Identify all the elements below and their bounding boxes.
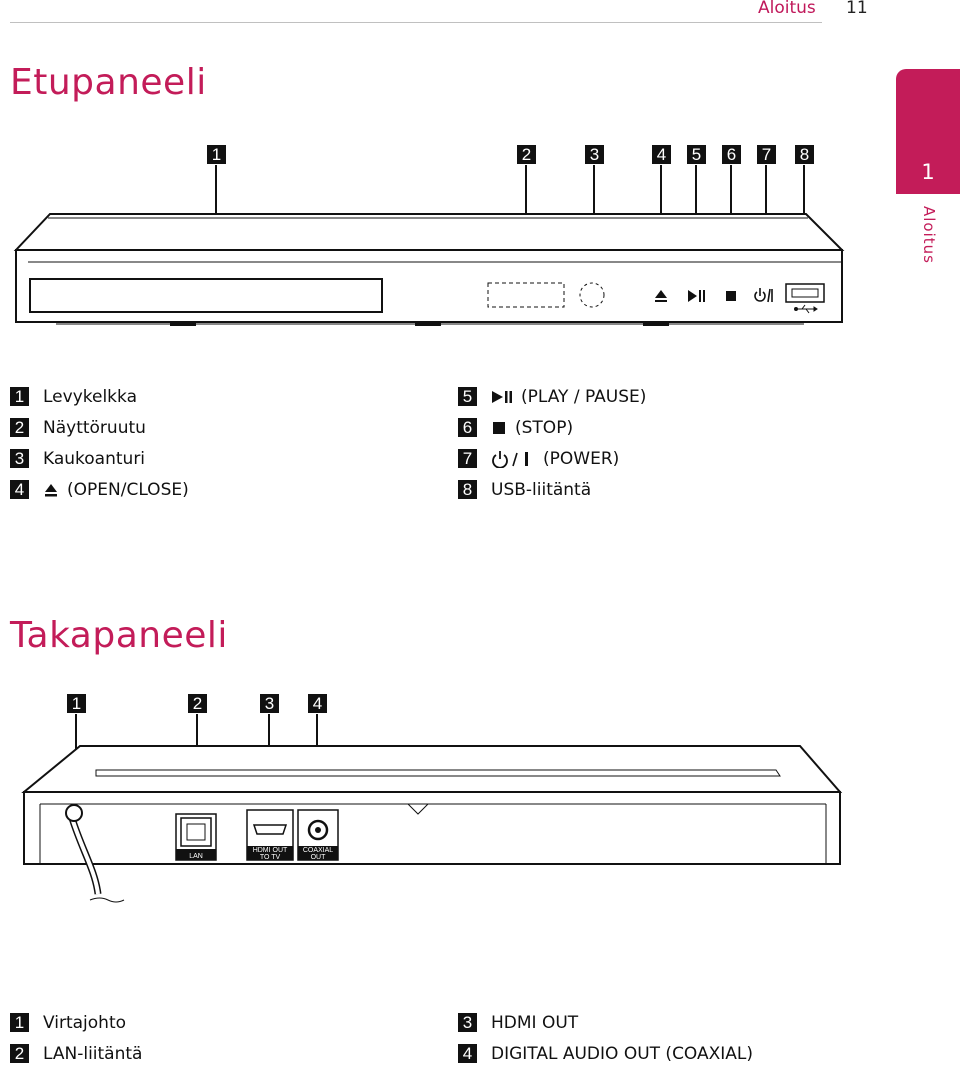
legend-number: 4 — [458, 1044, 477, 1063]
front-legend-right: 5 (PLAY / PAUSE) 6 (STOP) 7 (POWER) 8 US… — [458, 381, 646, 505]
legend-text: (POWER) — [543, 448, 620, 469]
legend-item: 2 Näyttöruutu — [10, 412, 189, 443]
legend-text: (STOP) — [515, 417, 574, 438]
front-panel-drawing — [13, 165, 845, 326]
front-callout-3: 3 — [585, 145, 604, 164]
rear-panel-drawing: LAN HDMI OUT TO TV COAXIAL OUT — [21, 714, 843, 903]
play-pause-icon — [491, 389, 513, 405]
rear-legend-right: 3 HDMI OUT 4 DIGITAL AUDIO OUT (COAXIAL) — [458, 1007, 753, 1069]
legend-item: 4 (OPEN/CLOSE) — [10, 474, 189, 505]
stop-icon — [726, 291, 736, 301]
legend-number: 5 — [458, 387, 477, 406]
rear-callout-2: 2 — [188, 694, 207, 713]
hdmi-port-label-2: TO TV — [260, 854, 281, 861]
front-panel-title: Etupaneeli — [10, 62, 207, 103]
legend-text: Levykelkka — [43, 386, 137, 407]
front-callout-1: 1 — [207, 145, 226, 164]
rear-callout-1: 1 — [67, 694, 86, 713]
legend-text: Virtajohto — [43, 1012, 127, 1033]
rear-callout-3: 3 — [260, 694, 279, 713]
play-pause-icon — [688, 290, 705, 302]
power-icon — [491, 450, 535, 468]
legend-item: 6 (STOP) — [458, 412, 646, 443]
rear-panel-title: Takapaneeli — [10, 615, 228, 656]
hdmi-port-label-1: HDMI OUT — [253, 847, 288, 854]
legend-item: 4 DIGITAL AUDIO OUT (COAXIAL) — [458, 1038, 753, 1069]
legend-number: 6 — [458, 418, 477, 437]
page-number: 11 — [846, 0, 868, 18]
legend-text: DIGITAL AUDIO OUT (COAXIAL) — [491, 1043, 754, 1064]
legend-number: 8 — [458, 480, 477, 499]
legend-text: Näyttöruutu — [43, 417, 146, 438]
legend-item: 1 Virtajohto — [10, 1007, 142, 1038]
legend-text: Kaukoanturi — [43, 448, 146, 469]
legend-item: 7 (POWER) — [458, 443, 646, 474]
header-section-title: Aloitus — [758, 0, 816, 18]
coax-port-label-2: OUT — [311, 854, 327, 861]
power-icon — [754, 288, 773, 303]
eject-icon — [655, 290, 667, 302]
front-callout-2: 2 — [517, 145, 536, 164]
chapter-number: 1 — [921, 160, 935, 184]
legend-text: HDMI OUT — [491, 1012, 579, 1033]
rear-legend-left: 1 Virtajohto 2 LAN-liitäntä — [10, 1007, 142, 1069]
front-callout-7: 7 — [757, 145, 776, 164]
coax-port-label-1: COAXIAL — [303, 847, 333, 854]
chapter-tab — [896, 69, 960, 194]
legend-number: 7 — [458, 449, 477, 468]
legend-text: USB-liitäntä — [491, 479, 592, 500]
front-callout-8: 8 — [795, 145, 814, 164]
legend-number: 1 — [10, 1013, 29, 1032]
stop-icon — [491, 420, 507, 436]
legend-item: 2 LAN-liitäntä — [10, 1038, 142, 1069]
legend-number: 3 — [458, 1013, 477, 1032]
front-legend-left: 1 Levykelkka 2 Näyttöruutu 3 Kaukoanturi… — [10, 381, 189, 505]
legend-number: 3 — [10, 449, 29, 468]
legend-number: 2 — [10, 418, 29, 437]
rear-callout-4: 4 — [308, 694, 327, 713]
legend-item: 3 HDMI OUT — [458, 1007, 753, 1038]
header-rule — [10, 22, 822, 23]
legend-item: 8 USB-liitäntä — [458, 474, 646, 505]
legend-item: 5 (PLAY / PAUSE) — [458, 381, 646, 412]
usb-icon — [794, 304, 818, 314]
lan-port-label: LAN — [189, 853, 203, 860]
legend-number: 2 — [10, 1044, 29, 1063]
legend-text: LAN-liitäntä — [43, 1043, 143, 1064]
legend-text: (OPEN/CLOSE) — [67, 479, 189, 500]
chapter-label: Aloitus — [920, 206, 938, 264]
legend-number: 4 — [10, 480, 29, 499]
legend-item: 1 Levykelkka — [10, 381, 189, 412]
front-callout-5: 5 — [687, 145, 706, 164]
legend-item: 3 Kaukoanturi — [10, 443, 189, 474]
eject-icon — [43, 482, 59, 498]
legend-number: 1 — [10, 387, 29, 406]
front-callout-6: 6 — [722, 145, 741, 164]
front-callout-4: 4 — [652, 145, 671, 164]
legend-text: (PLAY / PAUSE) — [521, 386, 647, 407]
